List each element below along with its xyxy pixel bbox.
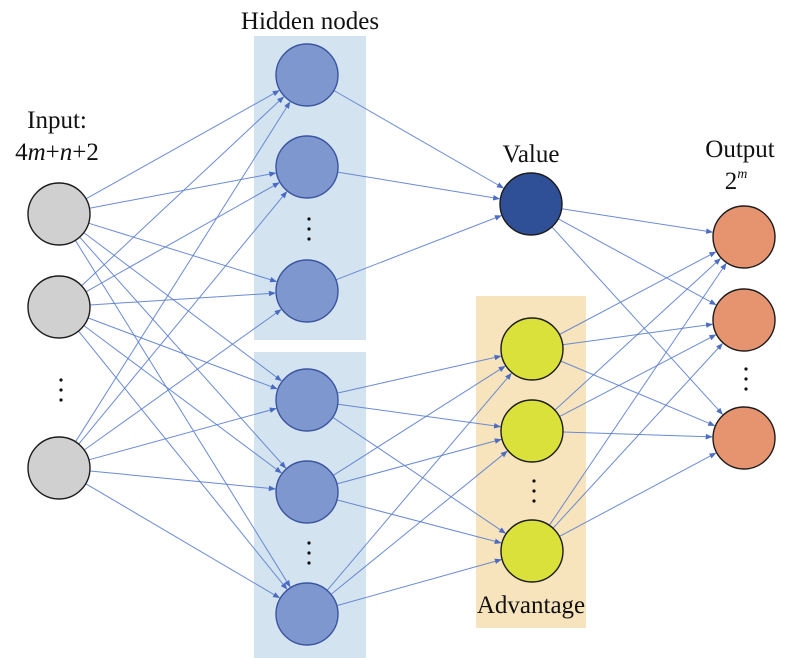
edge-value-to-output — [561, 208, 714, 234]
edge-hidden_bottom-to-advantage — [332, 365, 506, 476]
edge-input-to-hidden_top — [83, 309, 282, 451]
edge-input-to-hidden_bottom — [83, 325, 282, 474]
value-label: Value — [503, 141, 560, 168]
hidden-top-ellipsis — [307, 217, 311, 241]
input-label-part: n — [60, 139, 73, 166]
output-node-2 — [712, 288, 776, 352]
connection-edges — [74, 90, 727, 607]
edge-value-to-output — [551, 226, 723, 415]
edge-input-to-hidden_top — [81, 96, 285, 287]
edge-input-to-hidden_top — [75, 101, 291, 443]
ellipsis-dot — [744, 367, 748, 371]
hidden-bottom-node-1 — [275, 368, 339, 432]
ellipsis-dot — [307, 227, 311, 231]
edge-advantage-to-output — [559, 334, 717, 418]
edge-input-to-hidden_bottom — [79, 236, 287, 469]
hidden-bottom-node-2 — [275, 460, 339, 524]
advantage-ellipsis — [532, 479, 536, 503]
edge-hidden_top-to-value — [335, 215, 502, 281]
edge-input-to-hidden_top — [78, 191, 288, 445]
edge-input-to-hidden_bottom — [88, 407, 277, 461]
edge-advantage-to-output — [554, 258, 721, 411]
edge-hidden_bottom-to-advantage — [330, 450, 508, 595]
output-label-line1: Output — [705, 136, 775, 163]
edge-input-to-hidden_top — [89, 290, 276, 306]
input-label-part: + — [46, 139, 60, 166]
ellipsis-dot — [744, 377, 748, 381]
edge-hidden_bottom-to-advantage — [332, 416, 506, 534]
ellipsis-dot — [307, 237, 311, 241]
edge-input-to-hidden_top — [85, 182, 280, 293]
edge-advantage-to-output — [548, 262, 727, 526]
ellipsis-markers — [59, 217, 748, 565]
ellipsis-dot — [532, 489, 536, 493]
output-node-1 — [712, 205, 776, 269]
ellipsis-dot — [307, 551, 311, 555]
ellipsis-dot — [59, 388, 63, 392]
ellipsis-dot — [307, 217, 311, 221]
hidden-top-node-1 — [275, 43, 339, 107]
output-node-3 — [712, 406, 776, 470]
edge-input-to-hidden_bottom — [89, 470, 276, 492]
hidden-top-node-3 — [275, 259, 339, 323]
edge-hidden_bottom-to-advantage — [337, 403, 501, 429]
edge-advantage-to-output — [560, 360, 716, 427]
network-nodes — [27, 43, 776, 646]
input-node-1 — [27, 182, 91, 246]
edge-input-to-hidden_top — [85, 90, 280, 200]
input-node-3 — [27, 436, 91, 500]
advantage-label: Advantage — [477, 592, 585, 619]
edge-input-to-hidden_bottom — [78, 330, 288, 590]
ellipsis-dot — [307, 541, 311, 545]
edge-input-to-hidden_top — [89, 171, 277, 209]
edge-advantage-to-output — [559, 452, 717, 537]
input-label-line1: Input: — [27, 107, 87, 134]
ellipsis-dot — [532, 499, 536, 503]
edge-hidden_bottom-to-advantage — [326, 372, 512, 591]
edge-advantage-to-output — [559, 251, 717, 335]
advantage-node-2 — [500, 399, 564, 463]
input-ellipsis — [59, 378, 63, 402]
edge-input-to-hidden_top — [88, 222, 278, 283]
edge-input-to-hidden_bottom — [74, 240, 291, 588]
input-label-part: 4 — [15, 139, 28, 166]
edge-hidden_bottom-to-advantage — [337, 354, 502, 394]
edge-advantage-to-output — [562, 431, 713, 440]
edge-advantage-to-output — [552, 343, 723, 529]
advantage-node-1 — [500, 317, 564, 381]
input-node-2 — [27, 275, 91, 339]
ellipsis-dot — [307, 561, 311, 565]
advantage-node-3 — [500, 519, 564, 583]
value-node-1 — [499, 172, 563, 236]
output-ellipsis — [744, 367, 748, 391]
edge-hidden_bottom-to-advantage — [336, 558, 502, 607]
edge-hidden_top-to-value — [337, 171, 501, 201]
edge-hidden_bottom-to-advantage — [336, 438, 502, 485]
edge-input-to-hidden_bottom — [83, 232, 282, 382]
output-label-exponent: m — [737, 167, 747, 182]
ellipsis-dot — [59, 378, 63, 382]
input-label-part: m — [28, 139, 46, 166]
hidden-bottom-ellipsis — [307, 541, 311, 565]
edge-value-to-output — [557, 218, 717, 306]
hidden-bottom-node-3 — [275, 582, 339, 646]
input-label-line2: 4m+n+2 — [15, 139, 99, 166]
hidden-top-node-2 — [275, 135, 339, 199]
edge-input-to-hidden_bottom — [87, 317, 278, 390]
ellipsis-dot — [532, 479, 536, 483]
output-label-line2: 2m — [725, 167, 748, 195]
edge-hidden_bottom-to-advantage — [336, 499, 502, 545]
ellipsis-dot — [744, 387, 748, 391]
edge-input-to-hidden_bottom — [85, 483, 281, 599]
output-label-base: 2 — [725, 168, 738, 195]
edge-hidden_top-to-value — [333, 90, 504, 189]
input-label-part: +2 — [72, 139, 99, 166]
ellipsis-dot — [59, 398, 63, 402]
hidden-nodes-title: Hidden nodes — [241, 8, 379, 35]
